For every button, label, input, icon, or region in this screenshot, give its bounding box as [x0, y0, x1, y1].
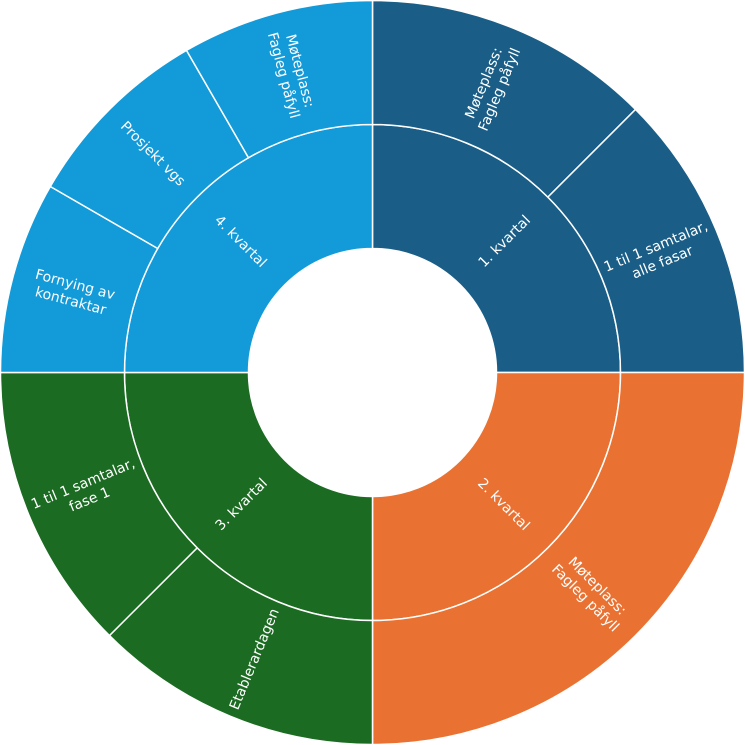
outer-segment-moteplass-fagleg-pafyll-2-arc	[371, 371, 745, 745]
outer-segment-prosjekt-vgs-6: Prosjekt vgs	[49, 49, 250, 250]
outer-segment-moteplass-fagleg-pafyll-7: Møteplass:Fagleg påfyll	[185, 0, 374, 159]
outer-segment-fornying-av-kontraktar-5: Fornying avkontraktar	[0, 185, 159, 374]
outer-segment-moteplass-fagleg-pafyll-0: Møteplass:Fagleg påfyll	[371, 0, 637, 199]
outer-segment-etablerardagen-3: Etablerardagen	[108, 546, 374, 745]
outer-segment-moteplass-fagleg-pafyll-7-arc	[185, 0, 374, 159]
outer-segment-moteplass-fagleg-pafyll-2: Møteplass:Fagleg påfyll	[371, 371, 745, 745]
